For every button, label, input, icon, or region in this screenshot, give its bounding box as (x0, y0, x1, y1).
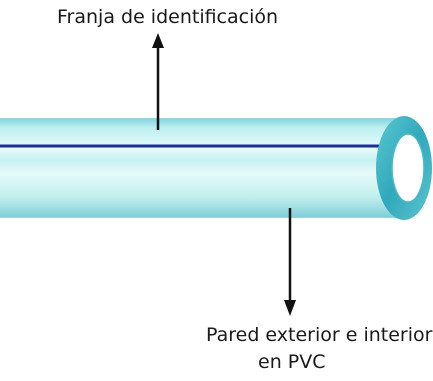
tube-body (0, 118, 430, 218)
stripe-arrow-head (152, 33, 164, 48)
pvc-wall-label-line1: Pared exterior e interior (206, 324, 433, 346)
pvc-wall-label-line2: en PVC (258, 351, 326, 373)
wall-arrow-head (284, 300, 296, 316)
identification-stripe-label: Franja de identificación (57, 6, 279, 28)
tube-opening (391, 133, 425, 203)
